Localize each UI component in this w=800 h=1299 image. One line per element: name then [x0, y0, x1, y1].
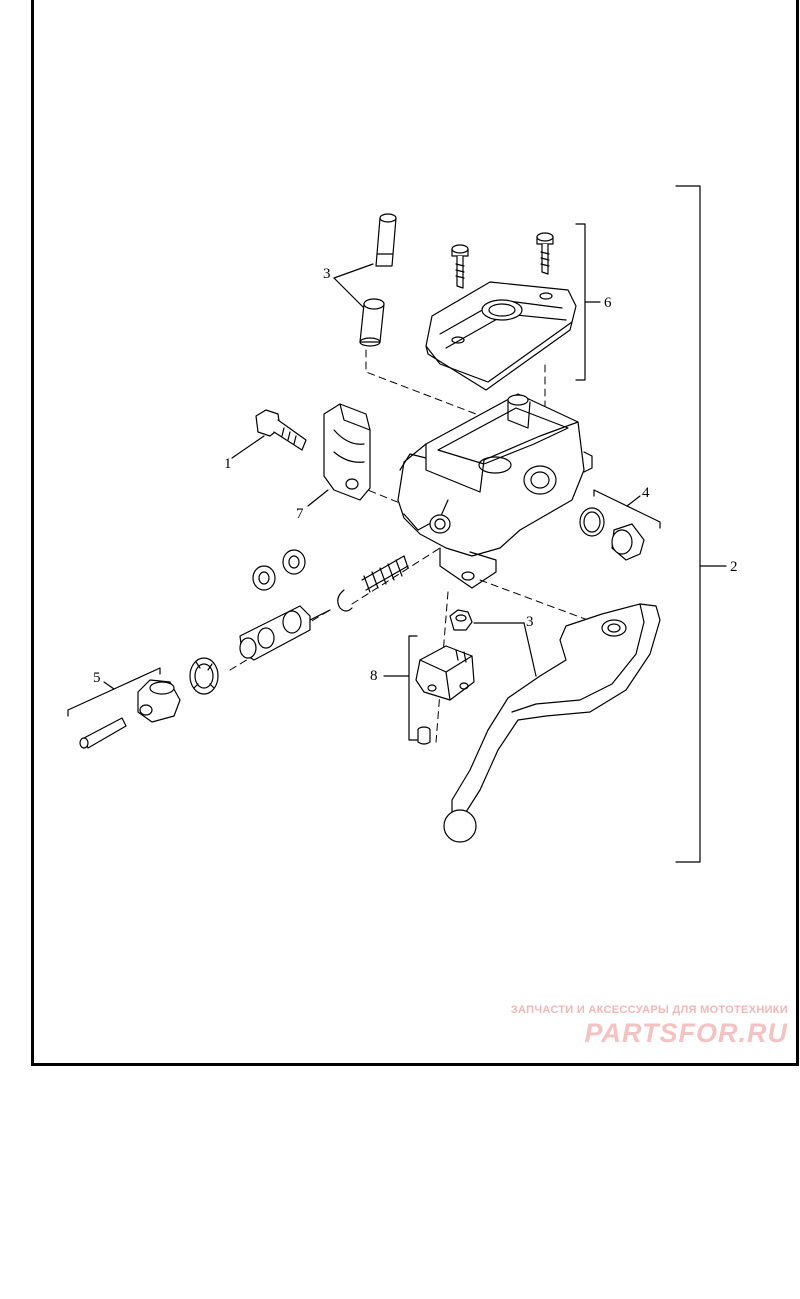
watermark-brand[interactable]: PARTSFOR.RU	[584, 1018, 788, 1048]
piston-assembly	[239, 605, 331, 661]
bracket-6	[575, 223, 586, 381]
leader-4	[626, 495, 641, 507]
reservoir-cover-part-6	[425, 281, 577, 391]
callout-leaders	[231, 263, 537, 677]
callout-3-top: 3	[323, 266, 331, 282]
e-clip	[337, 589, 353, 612]
washers	[252, 549, 306, 591]
callout-4: 4	[642, 485, 650, 501]
callout-3-bottom: 3	[526, 614, 534, 630]
callout-6: 6	[604, 295, 612, 311]
leader-5	[103, 681, 115, 690]
callout-2: 2	[730, 559, 738, 575]
bracket-8	[408, 635, 418, 741]
boot-pushrod-part-5	[79, 679, 181, 749]
bracket-2	[675, 185, 701, 863]
watermark-subtitle: ЗАПЧАСТИ И АКСЕССУАРЫ ДЛЯ МОТОТЕХНИКИ	[510, 1004, 788, 1016]
callout-1: 1	[224, 456, 232, 472]
handlebar-clamp-part-7	[323, 403, 371, 501]
brake-lever-part-3	[443, 603, 661, 843]
sight-glass-part-4	[579, 507, 645, 561]
return-spring	[361, 555, 409, 593]
cover-screws	[451, 232, 554, 289]
clamp-bolt-part-1	[255, 409, 307, 451]
callout-7: 7	[296, 506, 304, 522]
pivot-pin-part-3	[359, 213, 397, 347]
callout-labels: 1 2 3 3 4 5 6 7 8	[93, 266, 738, 686]
master-cylinder-body	[397, 393, 593, 589]
callout-8: 8	[370, 668, 378, 684]
watermark: ЗАПЧАСТИ И АКСЕССУАРЫ ДЛЯ МОТОТЕХНИКИ PA…	[511, 1004, 788, 1049]
callout-5: 5	[93, 670, 101, 686]
snap-ring	[189, 657, 219, 695]
pivot-nut	[449, 609, 473, 631]
brake-switch-part-8	[415, 645, 475, 745]
diagram-frame	[31, 0, 799, 1066]
